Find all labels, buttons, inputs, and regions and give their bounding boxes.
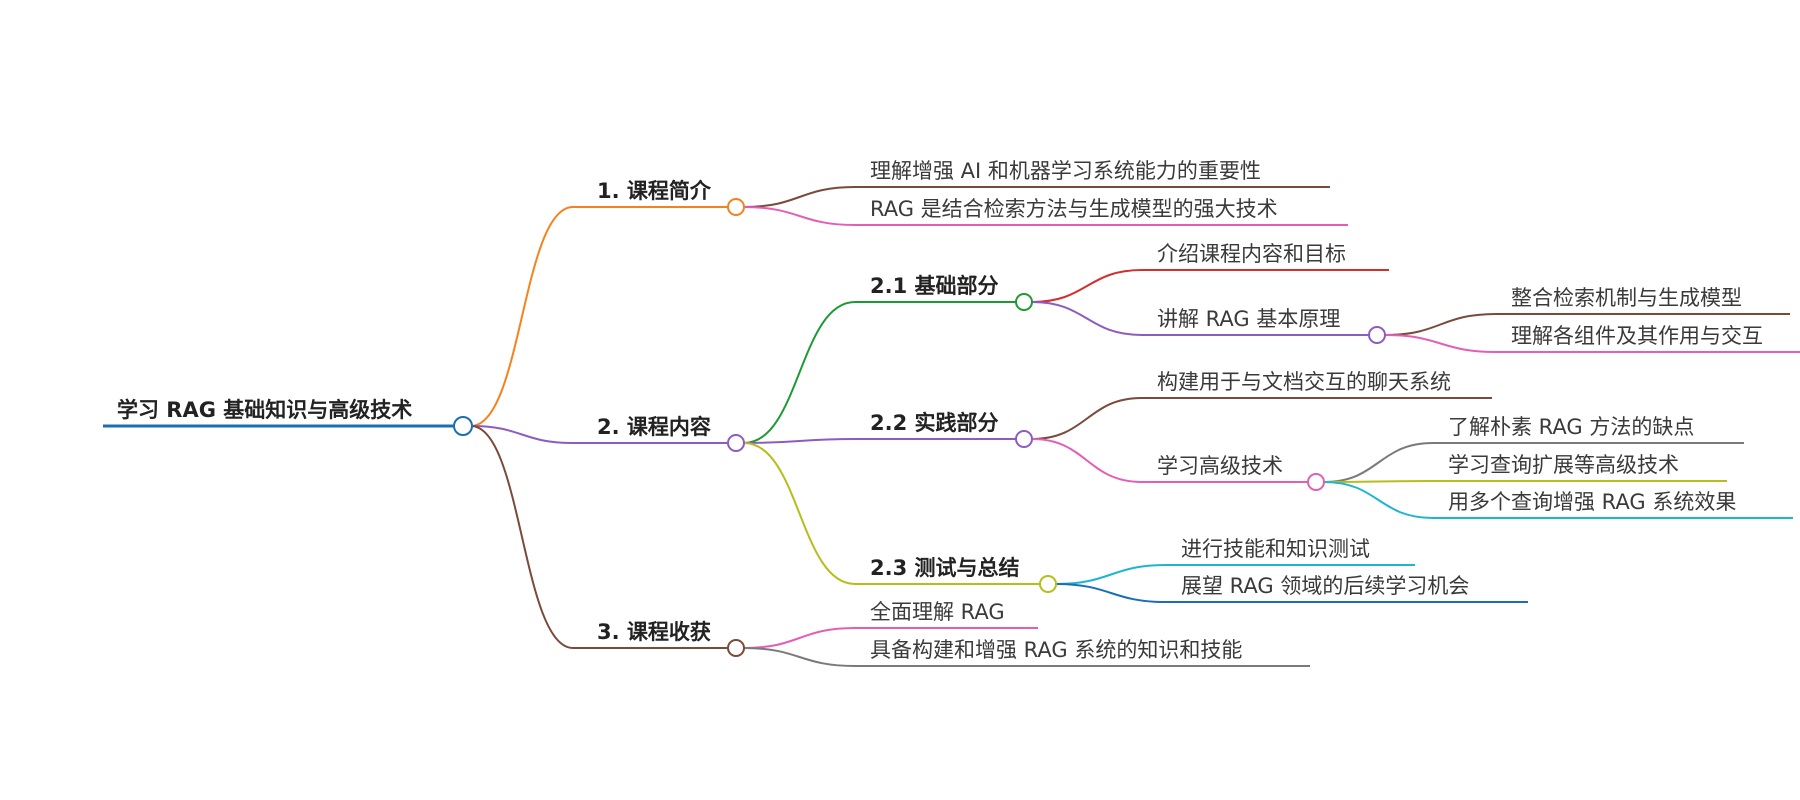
root-topic-label[interactable]: 学习 RAG 基础知识与高级技术 xyxy=(117,398,412,422)
connector-n2 xyxy=(470,425,574,444)
node-label-n21b[interactable]: 讲解 RAG 基本原理 xyxy=(1157,307,1340,331)
connector-n22b3 xyxy=(1323,481,1434,519)
node-label-n23[interactable]: 2.3 测试与总结 xyxy=(870,556,1020,580)
node-label-n21[interactable]: 2.1 基础部分 xyxy=(870,274,999,298)
collapse-toggle-n3[interactable] xyxy=(727,639,745,657)
underline-layer xyxy=(103,186,1800,667)
connector-n1b xyxy=(743,206,856,226)
collapse-toggle-root[interactable] xyxy=(453,416,473,436)
connector-n21b xyxy=(1031,301,1143,336)
node-label-n22b1[interactable]: 了解朴素 RAG 方法的缺点 xyxy=(1448,415,1694,439)
connector-n3b xyxy=(743,647,856,667)
node-label-n3b[interactable]: 具备构建和增强 RAG 系统的知识和技能 xyxy=(870,638,1242,662)
collapse-toggle-n21[interactable] xyxy=(1015,293,1033,311)
collapse-toggle-n22[interactable] xyxy=(1015,430,1033,448)
connector-n22b2 xyxy=(1323,480,1434,483)
node-label-n23a[interactable]: 进行技能和知识测试 xyxy=(1181,537,1370,561)
collapse-toggle-n23[interactable] xyxy=(1039,575,1057,593)
node-label-n1a[interactable]: 理解增强 AI 和机器学习系统能力的重要性 xyxy=(870,159,1261,183)
node-label-n1b[interactable]: RAG 是结合检索方法与生成模型的强大技术 xyxy=(870,197,1278,221)
node-label-n2[interactable]: 2. 课程内容 xyxy=(597,415,711,439)
collapse-toggle-n2[interactable] xyxy=(727,434,745,452)
connector-n23 xyxy=(743,442,856,585)
node-label-n21b1[interactable]: 整合检索机制与生成模型 xyxy=(1511,286,1742,310)
connector-n23b xyxy=(1055,583,1167,603)
connector-n1a xyxy=(743,186,856,208)
connector-n1 xyxy=(470,206,574,427)
node-circle-layer xyxy=(453,198,1386,657)
collapse-toggle-n22b[interactable] xyxy=(1307,473,1325,491)
connector-layer xyxy=(470,186,1497,667)
connector-n22a xyxy=(1031,397,1143,440)
node-label-n3a[interactable]: 全面理解 RAG xyxy=(870,600,1005,624)
node-label-n21b2[interactable]: 理解各组件及其作用与交互 xyxy=(1511,324,1763,348)
node-label-n22b3[interactable]: 用多个查询增强 RAG 系统效果 xyxy=(1448,490,1736,514)
node-label-n21a[interactable]: 介绍课程内容和目标 xyxy=(1157,242,1346,266)
label-layer: 学习 RAG 基础知识与高级技术 1. 课程简介 理解增强 AI 和机器学习系统能力… xyxy=(117,159,1763,662)
node-label-n22[interactable]: 2.2 实践部分 xyxy=(870,411,999,435)
connector-n21b1 xyxy=(1384,313,1497,336)
node-label-n3[interactable]: 3. 课程收获 xyxy=(597,620,711,644)
connector-n22b xyxy=(1031,438,1143,483)
collapse-toggle-n1[interactable] xyxy=(727,198,745,216)
connector-n23a xyxy=(1055,564,1167,585)
connector-n3a xyxy=(743,627,856,649)
node-label-n1[interactable]: 1. 课程简介 xyxy=(597,179,712,203)
node-label-n22a[interactable]: 构建用于与文档交互的聊天系统 xyxy=(1157,370,1451,394)
connector-n22b1 xyxy=(1323,442,1434,483)
connector-n21b2 xyxy=(1384,334,1497,353)
connector-n21a xyxy=(1031,269,1143,303)
connector-n3 xyxy=(470,425,574,649)
node-label-n22b2[interactable]: 学习查询扩展等高级技术 xyxy=(1448,453,1679,477)
connector-n22 xyxy=(743,438,856,444)
node-label-n23b[interactable]: 展望 RAG 领域的后续学习机会 xyxy=(1181,574,1469,598)
collapse-toggle-n21b[interactable] xyxy=(1368,326,1386,344)
node-label-n22b[interactable]: 学习高级技术 xyxy=(1157,454,1283,478)
connector-n21 xyxy=(743,301,856,444)
